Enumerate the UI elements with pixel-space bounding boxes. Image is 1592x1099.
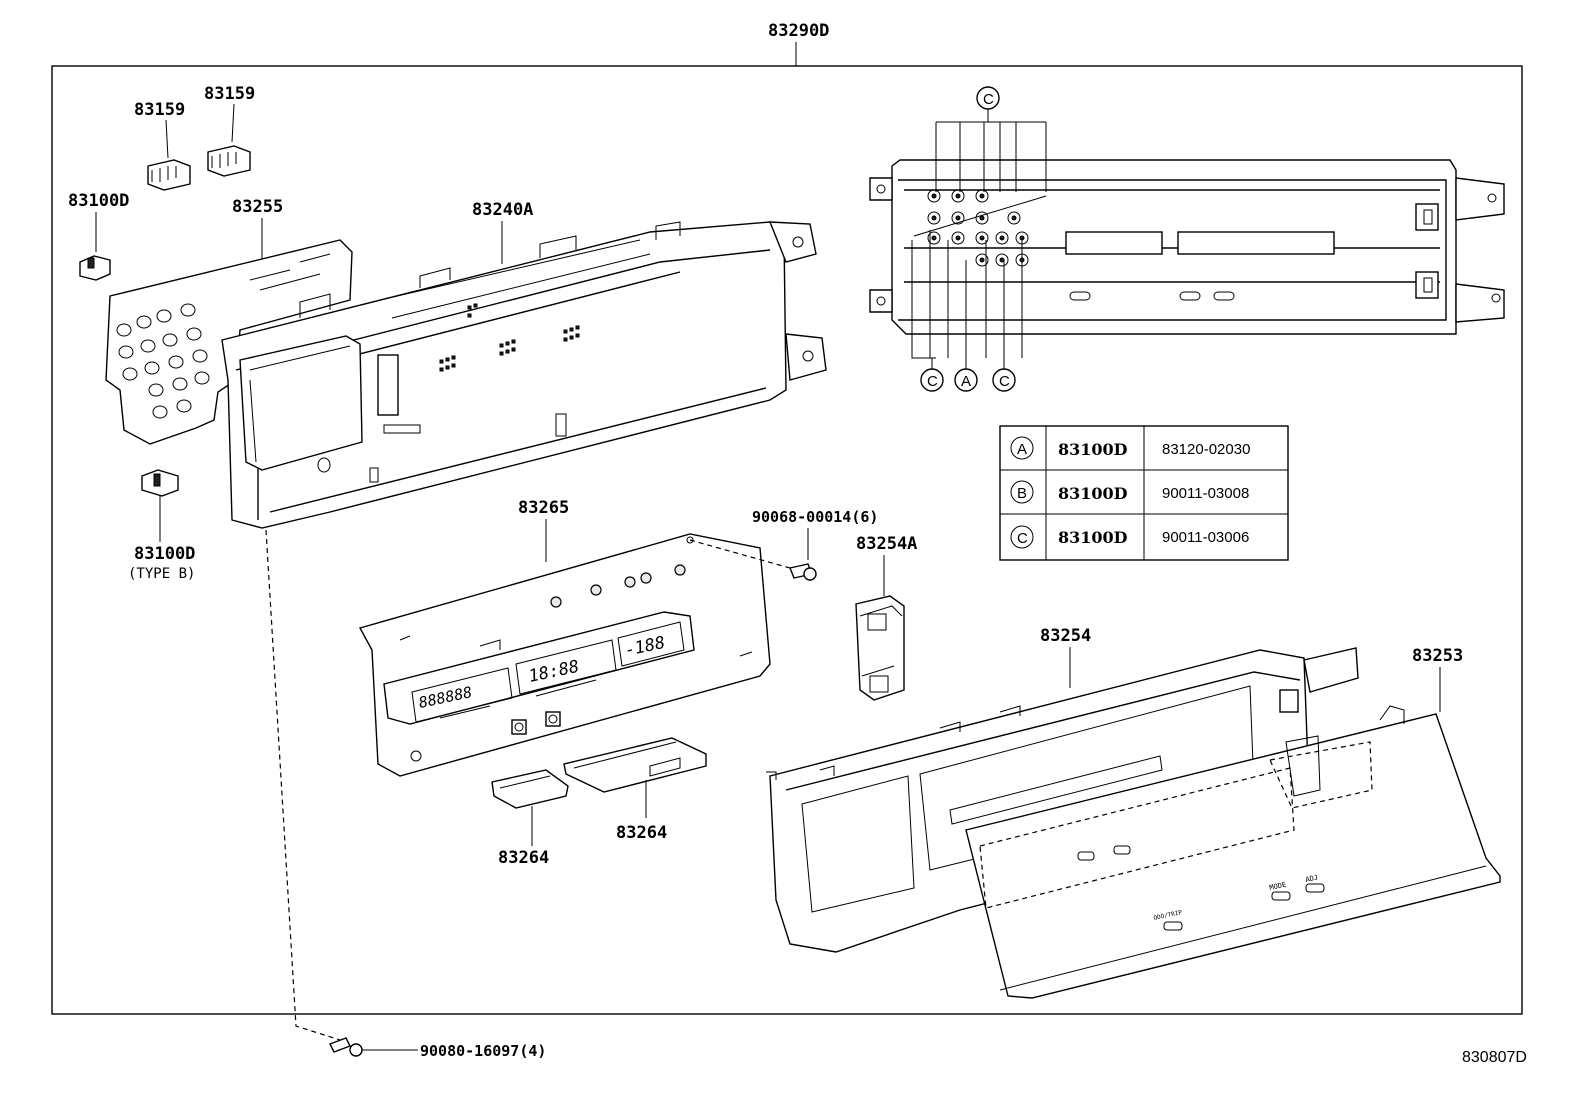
svg-text:83100D: 83100D xyxy=(1058,440,1128,459)
svg-text:C: C xyxy=(927,373,938,390)
drawing-number: 830807D xyxy=(1462,1049,1527,1066)
mode-button xyxy=(1271,891,1291,901)
adj-button xyxy=(1305,883,1325,893)
svg-text:90011-03006: 90011-03006 xyxy=(1162,529,1249,546)
part-83253-lens: 83253 MODE ADJ ODO/TRIP xyxy=(965,646,1501,999)
label-83159-right: 83159 xyxy=(204,84,255,104)
label-83255: 83255 xyxy=(232,197,283,217)
label-83240a: 83240A xyxy=(472,200,533,220)
mode-button-label: MODE xyxy=(1269,881,1287,892)
legend-row-c: C 83100D 90011-03006 xyxy=(1010,525,1249,549)
label-83100d-type-b: 83100D xyxy=(134,544,195,564)
label-83264-right: 83264 xyxy=(616,823,667,843)
svg-text:C: C xyxy=(999,373,1010,390)
label-83265: 83265 xyxy=(518,498,569,518)
svg-text:A: A xyxy=(1017,441,1027,458)
label-83254a: 83254A xyxy=(856,534,917,554)
odo-trip-button xyxy=(1163,921,1183,931)
assembly-frame xyxy=(51,65,1523,1015)
svg-text:83100D: 83100D xyxy=(1058,484,1128,503)
label-83254: 83254 xyxy=(1040,626,1091,646)
assembly-label: 83290D xyxy=(768,21,829,41)
legend-table: A 83100D 83120-02030 B 83100D 90011-0300… xyxy=(999,425,1289,561)
part-83159-right: 83159 xyxy=(204,84,255,177)
label-83253: 83253 xyxy=(1412,646,1463,666)
svg-text:83100D: 83100D xyxy=(1058,528,1128,547)
part-83100d-top: 83100D xyxy=(68,191,129,281)
part-83254-plate: 83254 xyxy=(766,626,1359,953)
label-83100d-top: 83100D xyxy=(68,191,129,211)
legend-row-b: B 83100D 90011-03008 xyxy=(1010,480,1249,504)
label-type-b-note: (TYPE B) xyxy=(128,566,195,582)
svg-text:90011-03008: 90011-03008 xyxy=(1162,485,1249,502)
label-83264-left: 83264 xyxy=(498,848,549,868)
part-90080-screw: 90080-16097(4) xyxy=(265,529,546,1060)
part-83100d-type-b: 83100D (TYPE B) xyxy=(128,469,195,582)
svg-text:C: C xyxy=(1017,530,1028,547)
part-83264-right: 83264 xyxy=(563,737,707,843)
label-90080: 90080-16097(4) xyxy=(420,1042,546,1060)
label-90068: 90068-00014(6) xyxy=(752,508,878,526)
svg-text:83120-02030: 83120-02030 xyxy=(1162,441,1250,458)
part-90068-screw: 90068-00014(6) xyxy=(689,508,878,581)
part-83264-left: 83264 xyxy=(491,769,569,868)
legend-row-a: A 83100D 83120-02030 xyxy=(1010,436,1250,460)
part-83240a-case: 83240A xyxy=(221,200,827,529)
label-83159-left: 83159 xyxy=(134,100,185,120)
part-83265-display-board: 83265 888888 18:88 -188 xyxy=(358,498,771,777)
part-83254a-bracket: 83254A xyxy=(855,534,917,701)
rear-view-detail: C C A C xyxy=(869,86,1505,392)
adj-button-label: ADJ xyxy=(1305,873,1319,883)
svg-text:A: A xyxy=(961,373,971,390)
svg-text:C: C xyxy=(983,91,994,108)
part-83159-left: 83159 xyxy=(134,100,191,191)
svg-text:B: B xyxy=(1017,485,1027,502)
